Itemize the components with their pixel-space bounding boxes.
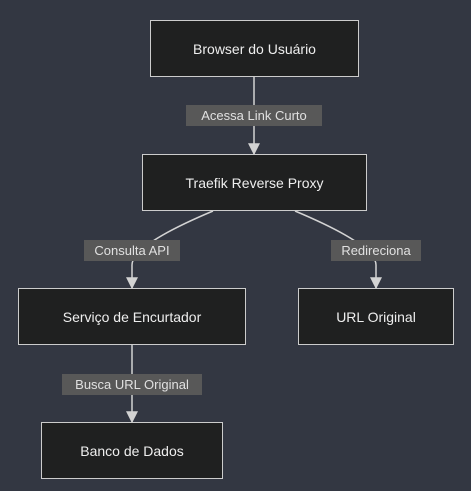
node-banco-label: Banco de Dados: [80, 442, 184, 459]
edge-label-acessa-link-curto: Acessa Link Curto: [186, 105, 322, 126]
edge-label-acessa-text: Acessa Link Curto: [201, 108, 307, 123]
node-traefik-label: Traefik Reverse Proxy: [185, 174, 324, 191]
node-banco-de-dados: Banco de Dados: [41, 422, 223, 479]
node-browser-do-usuario: Browser do Usuário: [150, 20, 359, 77]
node-url-original-label: URL Original: [336, 308, 416, 325]
edge-label-busca-url-original: Busca URL Original: [62, 374, 202, 395]
edge-label-redireciona-text: Redireciona: [341, 243, 411, 258]
edge-label-consulta-text: Consulta API: [94, 243, 170, 258]
edge-label-consulta-api: Consulta API: [84, 240, 180, 261]
node-encurtador-label: Serviço de Encurtador: [62, 308, 202, 325]
edge-label-redireciona: Redireciona: [331, 240, 421, 261]
node-servico-de-encurtador: Serviço de Encurtador: [18, 288, 246, 345]
node-url-original: URL Original: [298, 288, 454, 345]
node-traefik-reverse-proxy: Traefik Reverse Proxy: [142, 154, 367, 211]
edge-label-busca-text: Busca URL Original: [75, 377, 189, 392]
node-browser-label: Browser do Usuário: [193, 40, 316, 57]
